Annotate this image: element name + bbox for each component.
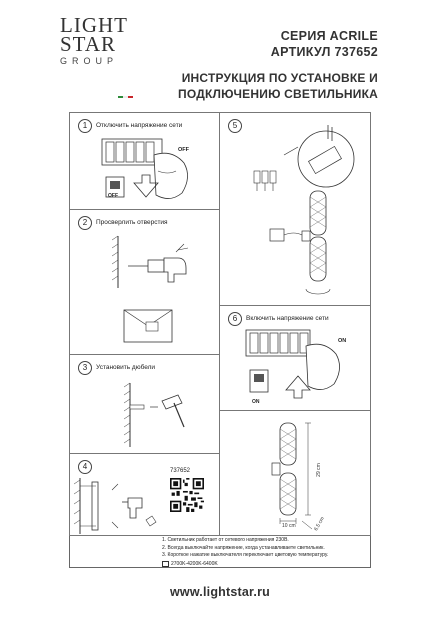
step-text: Включить напряжение сети — [246, 315, 329, 322]
step-number: 1 — [78, 119, 92, 133]
panel-state-label: ON — [252, 399, 260, 405]
breaker-switch-off-illustration — [101, 138, 188, 199]
breaker-switch-on-illustration — [245, 329, 340, 399]
step-number: 6 — [228, 312, 242, 326]
height-dimension: 29 cm — [315, 463, 322, 477]
step-number: 4 — [78, 460, 92, 474]
title-line-2: ПОДКЛЮЧЕНИЮ СВЕТИЛЬНИКА — [178, 87, 378, 101]
product-dimensions-panel: 29 cm 10 cm 6.5 cm — [219, 410, 371, 536]
step-number: 2 — [78, 216, 92, 230]
step-text: Просверлить отверстия — [96, 219, 168, 226]
color-temperature-icon — [162, 561, 169, 568]
step-5-panel: 5 — [219, 112, 371, 306]
step-text: Установить дюбели — [96, 364, 156, 371]
article-number: АРТИКУЛ 737652 — [270, 45, 378, 59]
step-number: 5 — [228, 119, 242, 133]
note-line-1: 1. Светильник работает от сетевого напря… — [162, 537, 289, 543]
website-link[interactable]: www.lightstar.ru — [170, 585, 270, 599]
color-temperature-text: 2700K-4200K-6400K — [171, 560, 218, 567]
notes-block: 1. Светильник работает от сетевого напря… — [162, 537, 372, 568]
note-line-3: 3. Короткое нажатие выключателя переключ… — [162, 552, 329, 558]
series-name: СЕРИЯ ACRILE — [280, 29, 378, 43]
wiring-connection-illustration — [253, 125, 355, 295]
dowel-install-illustration — [123, 382, 185, 447]
width-dimension: 10 cm — [282, 523, 296, 529]
step-6-panel: 6 Включить напряжение сети ON ON — [219, 305, 371, 411]
qr-code-icon — [170, 478, 204, 512]
italian-flag-icon — [118, 85, 134, 98]
color-temperature-row: 2700K-4200K-6400K — [162, 561, 372, 569]
step-1-panel: 1 Отключить напряжение сети OFF OFF — [69, 112, 220, 210]
logo-line-1: LIGHT — [60, 13, 128, 37]
switch-state-label: ON — [338, 338, 347, 344]
panel-state-label: OFF — [108, 193, 118, 199]
step-2-panel: 2 Просверлить отверстия — [69, 209, 220, 355]
drill-wall-illustration — [111, 235, 189, 343]
title-line-1: ИНСТРУКЦИЯ ПО УСТАНОВКЕ И — [181, 71, 378, 85]
logo-line-3: GROUP — [60, 56, 119, 66]
product-drawing — [271, 422, 313, 530]
step-4-panel: 4 737652 — [69, 453, 220, 536]
step-text: Отключить напряжение сети — [96, 122, 183, 129]
brand-logo: LIGHT STAR GROUP — [60, 13, 134, 98]
note-line-2: 2. Всегда выключайте напряжение, когда у… — [162, 544, 325, 551]
document-header: СЕРИЯ ACRILE АРТИКУЛ 737652 ИНСТРУКЦИЯ П… — [178, 28, 378, 102]
step-number: 3 — [78, 361, 92, 375]
step-3-panel: 3 Установить дюбели — [69, 354, 220, 454]
switch-state-label: OFF — [178, 147, 189, 153]
product-article-number: 737652 — [170, 468, 191, 474]
logo-line-2: STAR — [60, 32, 116, 56]
bracket-mount-illustration — [73, 478, 157, 534]
